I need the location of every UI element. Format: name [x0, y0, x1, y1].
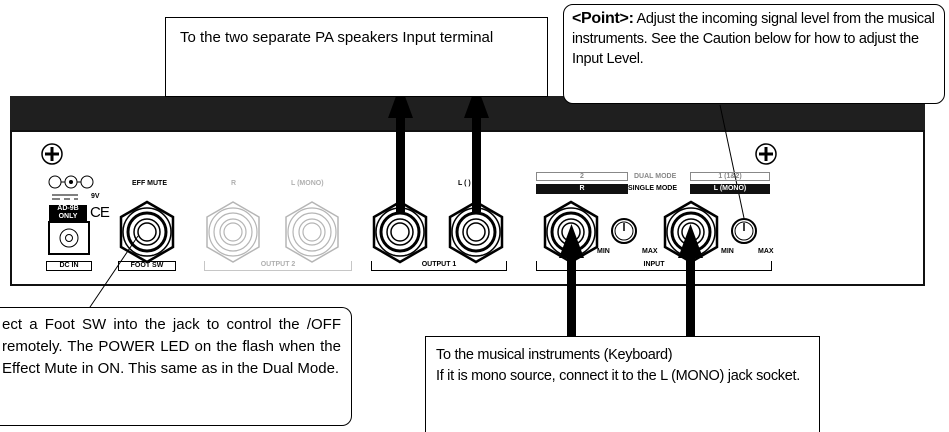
input-label: INPUT: [536, 261, 772, 271]
arrow-up-input-l-icon: [678, 224, 703, 336]
dual-mode-label: DUAL MODE: [634, 173, 677, 180]
single-mode-l-label: L (MONO): [690, 184, 770, 194]
min-label-r: MIN: [597, 248, 610, 255]
power-9v-label: 9V: [91, 193, 100, 200]
callout-point-text: Adjust the incoming signal level from th…: [572, 11, 935, 67]
arrow-up-input-r-icon: [559, 224, 584, 336]
dc-in-jack[interactable]: [48, 221, 90, 255]
adapter-badge-line1: AD-9B: [57, 205, 79, 212]
screw-left-icon: [41, 143, 63, 165]
max-label-l: MAX: [758, 248, 774, 255]
output2-label: OUTPUT 2: [204, 261, 352, 271]
output2-l-label: L (MONO): [291, 180, 324, 187]
callout-point-title: <Point>:: [572, 10, 634, 27]
output1-l-jack[interactable]: [448, 200, 504, 264]
min-label-l: MIN: [721, 248, 734, 255]
arrow-up-output1-r-icon: [388, 84, 413, 212]
output1-label: OUTPUT 1: [371, 261, 507, 271]
callout-foot-sw: ect a Foot SW into the jack to control t…: [0, 307, 352, 426]
callout-pa-speakers: To the two separate PA speakers Input te…: [165, 17, 548, 97]
input-level-knob-l[interactable]: [731, 218, 757, 244]
footsw-leader-line: [87, 235, 139, 311]
callout-instruments-line1: To the musical instruments (Keyboard): [436, 347, 673, 363]
eff-mute-label: EFF MUTE: [132, 180, 167, 187]
dc-in-label: DC IN: [46, 261, 92, 271]
output1-l-label: L ( ): [458, 180, 471, 187]
foot-sw-label: FOOT SW: [118, 261, 176, 271]
callout-instruments-line2: If it is mono source, connect it to the …: [436, 368, 800, 384]
single-mode-label: SINGLE MODE: [628, 185, 678, 192]
callout-point: <Point>: Adjust the incoming signal leve…: [563, 4, 945, 104]
callout-pa-speakers-text: To the two separate PA speakers Input te…: [180, 29, 494, 46]
single-mode-r-label: R: [536, 184, 628, 194]
screw-right-icon: [755, 143, 777, 165]
adapter-badge: AD-9B ONLY: [49, 205, 87, 221]
callout-instruments: To the musical instruments (Keyboard) If…: [425, 336, 820, 432]
dual-mode-2-label: 2: [536, 172, 628, 181]
output2-l-jack[interactable]: [285, 201, 339, 263]
polarity-icon: [48, 175, 94, 200]
ce-mark: CE: [90, 204, 110, 221]
dual-mode-1-label: 1 (1&2): [690, 172, 770, 181]
max-label-r: MAX: [642, 248, 658, 255]
output2-r-jack[interactable]: [206, 201, 260, 263]
foot-sw-jack[interactable]: [119, 200, 175, 264]
arrow-up-output1-l-icon: [464, 84, 489, 212]
output2-r-label: R: [231, 180, 237, 187]
point-leader-line: [719, 104, 745, 219]
adapter-badge-line2: ONLY: [58, 213, 78, 220]
input-level-knob-r[interactable]: [611, 218, 637, 244]
callout-foot-sw-text: ect a Foot SW into the jack to control t…: [2, 316, 341, 377]
output1-r-jack[interactable]: [372, 200, 428, 264]
